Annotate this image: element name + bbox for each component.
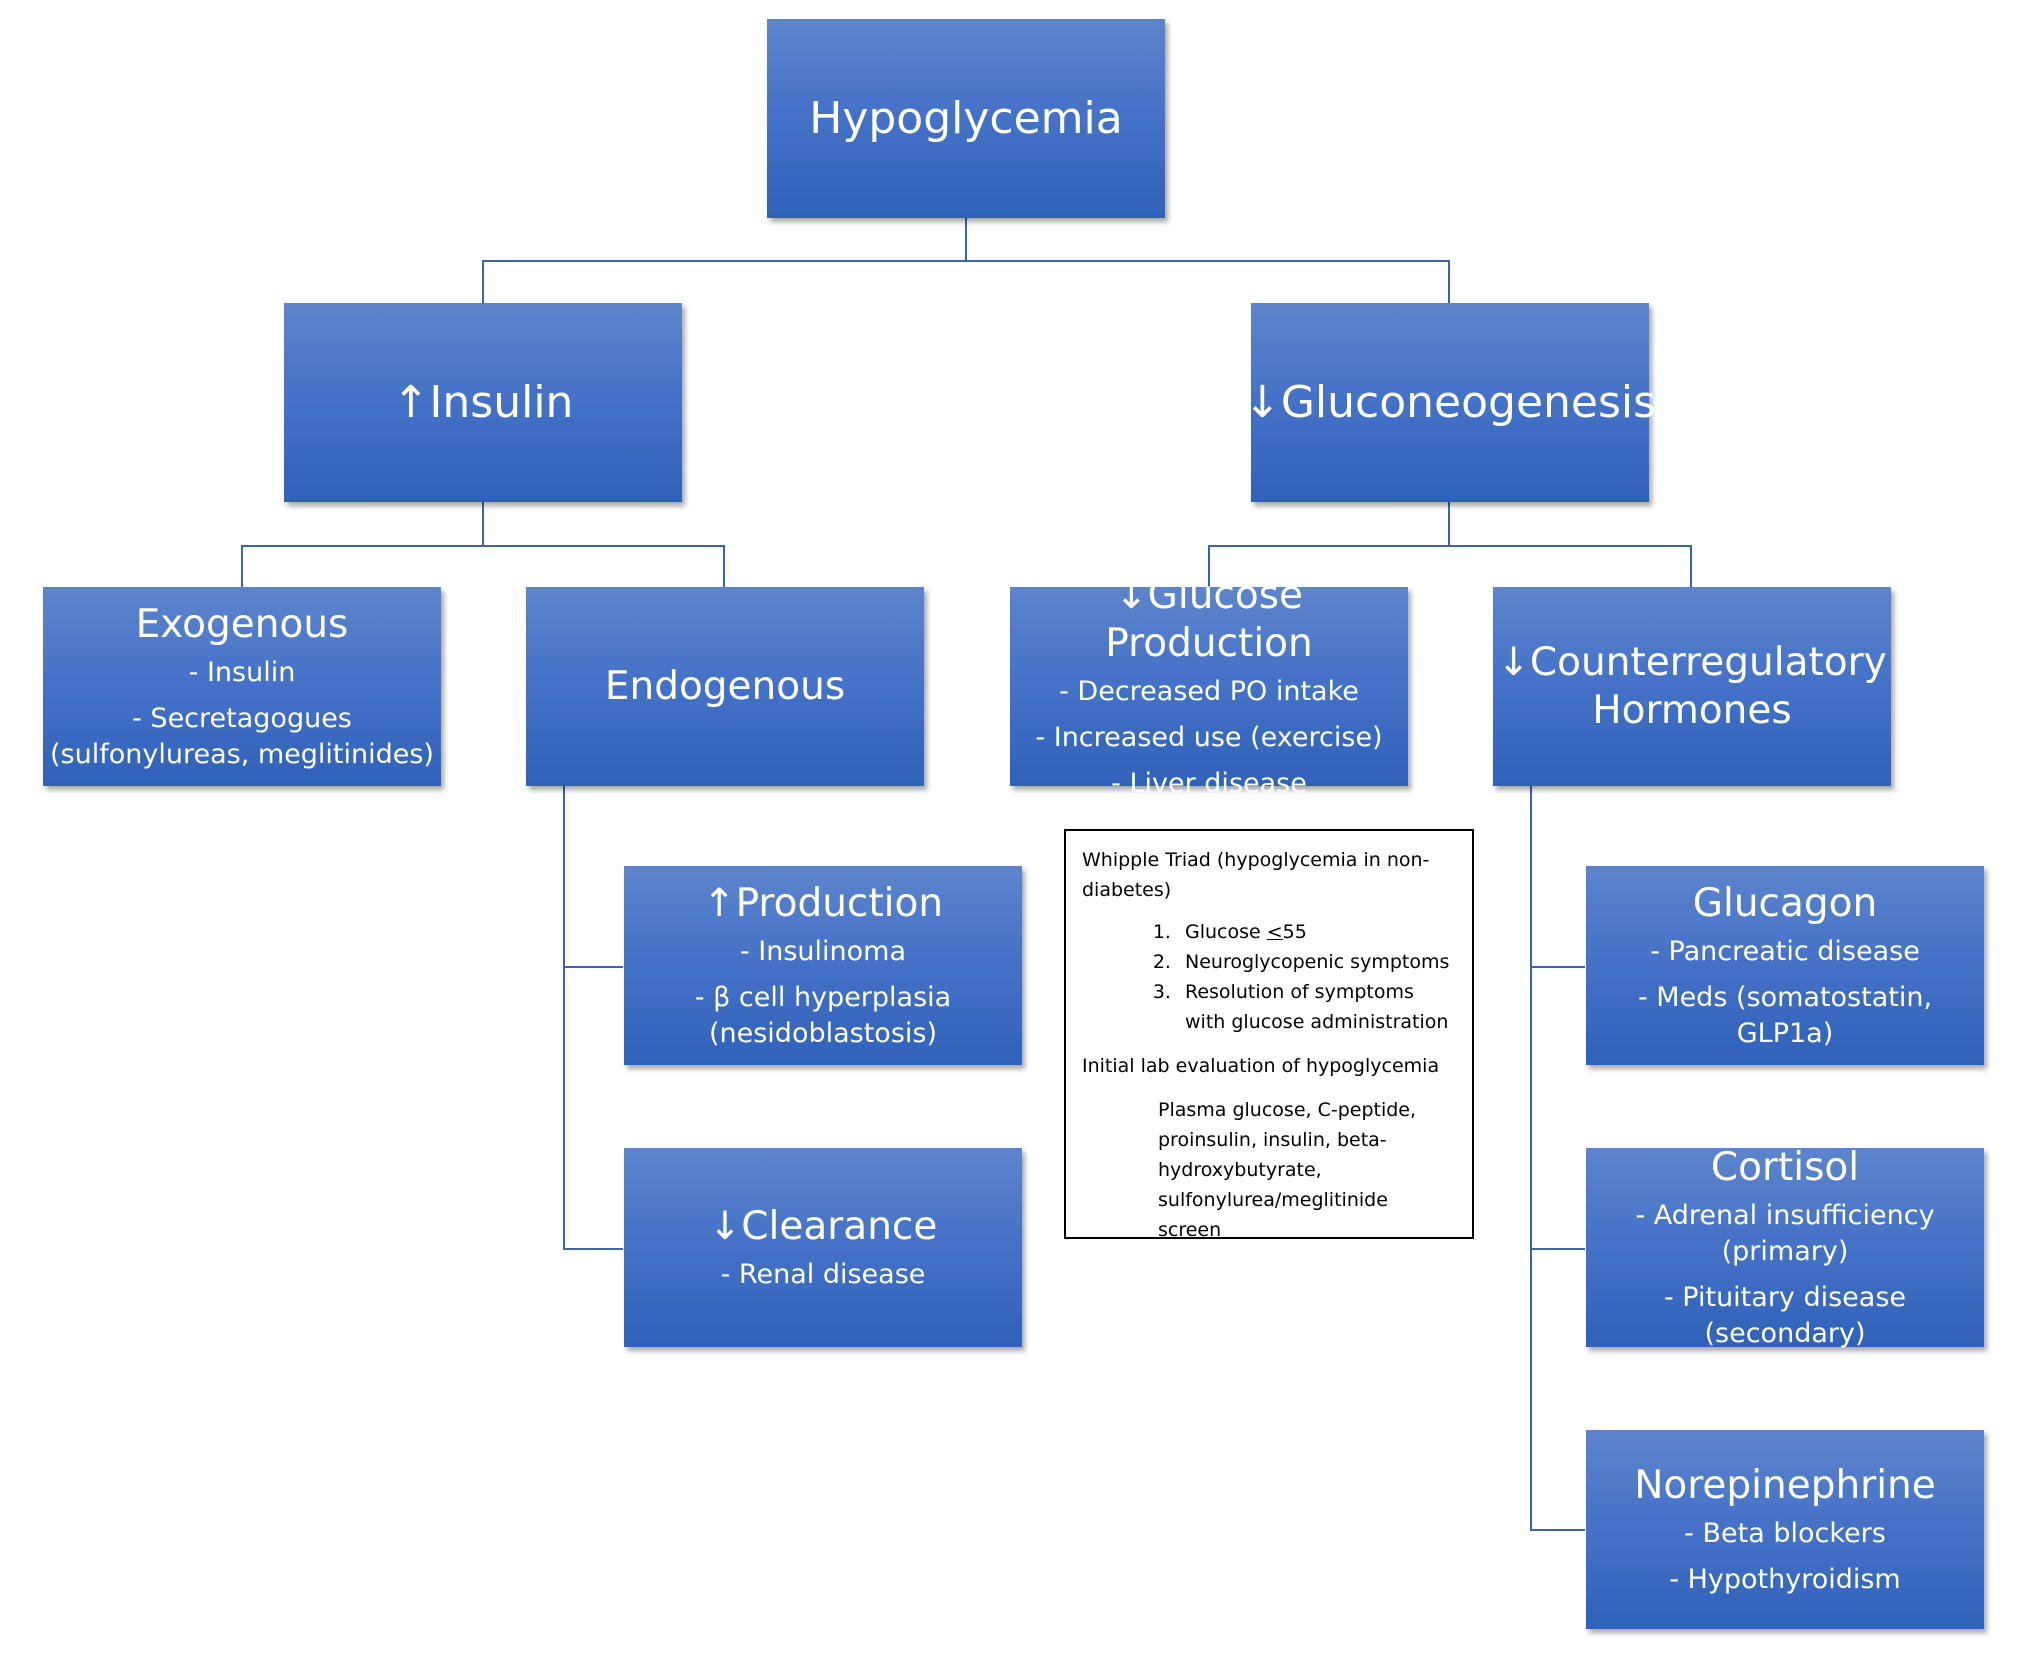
node-endogenous: Endogenous — [526, 587, 924, 786]
connector — [241, 545, 243, 587]
node-insulin: ↑Insulin — [284, 303, 682, 502]
lab-text: Plasma glucose, C-peptide, proinsulin, i… — [1158, 1099, 1417, 1241]
node-item: - Insulin — [188, 656, 296, 688]
node-title: ↑Insulin — [392, 376, 574, 428]
connector — [1530, 966, 1585, 968]
whipple-item: Neuroglycopenic symptoms — [1177, 947, 1456, 977]
node-title: ↓Clearance — [708, 1203, 938, 1249]
node-item: - Secretagogues (sulfonylureas, meglitin… — [50, 702, 434, 770]
whipple-heading: Whipple Triad (hypoglycemia in non-diabe… — [1082, 849, 1430, 901]
connector — [1208, 545, 1692, 547]
connector — [1448, 501, 1450, 547]
node-norepinephrine: Norepinephrine - Beta blockers - Hypothy… — [1586, 1430, 1984, 1629]
connector — [482, 260, 484, 303]
node-glucose-production: ↓Glucose Production - Decreased PO intak… — [1010, 573, 1408, 799]
node-item: - Hypothyroidism — [1669, 1563, 1901, 1595]
node-item: - Liver disease — [1111, 767, 1307, 799]
connector — [1530, 1529, 1585, 1531]
node-title: Hypoglycemia — [809, 92, 1123, 144]
connector — [241, 545, 725, 547]
node-gluconeogenesis: ↓Gluconeogenesis — [1244, 303, 1656, 502]
node-title: ↓Gluconeogenesis — [1243, 376, 1657, 428]
connector — [1530, 1248, 1585, 1250]
connector — [563, 785, 565, 1250]
whipple-item-text: Glucose — [1185, 921, 1267, 943]
node-item: - Renal disease — [720, 1258, 926, 1290]
connector — [723, 545, 725, 587]
connector — [482, 501, 484, 547]
node-title: Endogenous — [604, 663, 846, 709]
connector — [563, 1248, 623, 1250]
node-counterregulatory-hormones: ↓Counterregulatory Hormones — [1493, 587, 1891, 786]
whipple-item: Glucose <55 — [1177, 917, 1456, 947]
node-title: ↓Counterregulatory Hormones — [1497, 639, 1887, 733]
node-clearance: ↓Clearance - Renal disease — [624, 1148, 1022, 1347]
node-exogenous: Exogenous - Insulin - Secretagogues (sul… — [43, 587, 441, 786]
connector — [1208, 545, 1210, 587]
node-item: - Meds (somatostatin, GLP1a) — [1637, 981, 1933, 1049]
node-item: - Adrenal insufficiency (primary) — [1635, 1199, 1935, 1267]
node-title: ↑Production — [702, 880, 944, 926]
connector — [965, 217, 967, 261]
node-item: - Increased use (exercise) — [1035, 721, 1383, 753]
whipple-item-value: 55 — [1282, 921, 1307, 943]
node-item: - β cell hyperplasia (nesidoblastosis) — [694, 981, 952, 1049]
node-title: Glucagon — [1692, 880, 1878, 926]
node-item: - Pancreatic disease — [1650, 935, 1920, 967]
node-item: - Decreased PO intake — [1059, 675, 1359, 707]
node-title: Norepinephrine — [1634, 1462, 1936, 1508]
node-title: Exogenous — [135, 601, 349, 647]
connector — [482, 260, 1450, 262]
lab-heading: Initial lab evaluation of hypoglycemia — [1082, 1055, 1440, 1077]
whipple-list: Glucose <55 Neuroglycopenic symptoms Res… — [1082, 917, 1456, 1037]
node-item: - Beta blockers — [1684, 1517, 1886, 1549]
whipple-item: Resolution of symptoms with glucose admi… — [1177, 977, 1456, 1037]
node-hypoglycemia: Hypoglycemia — [767, 19, 1165, 218]
node-item: - Pituitary disease (secondary) — [1663, 1281, 1907, 1349]
connector — [563, 966, 623, 968]
node-title: Cortisol — [1710, 1144, 1860, 1190]
node-cortisol: Cortisol - Adrenal insufficiency (primar… — [1586, 1145, 1984, 1349]
connector — [1690, 545, 1692, 587]
whipple-note-box: Whipple Triad (hypoglycemia in non-diabe… — [1064, 829, 1474, 1241]
less-equal-symbol: < — [1266, 921, 1283, 943]
node-production: ↑Production - Insulinoma - β cell hyperp… — [624, 866, 1022, 1065]
connector — [1448, 260, 1450, 303]
node-title: ↓Glucose Production — [1105, 572, 1313, 666]
node-glucagon: Glucagon - Pancreatic disease - Meds (so… — [1586, 866, 1984, 1065]
node-item: - Insulinoma — [739, 935, 907, 967]
connector — [1530, 785, 1532, 1531]
